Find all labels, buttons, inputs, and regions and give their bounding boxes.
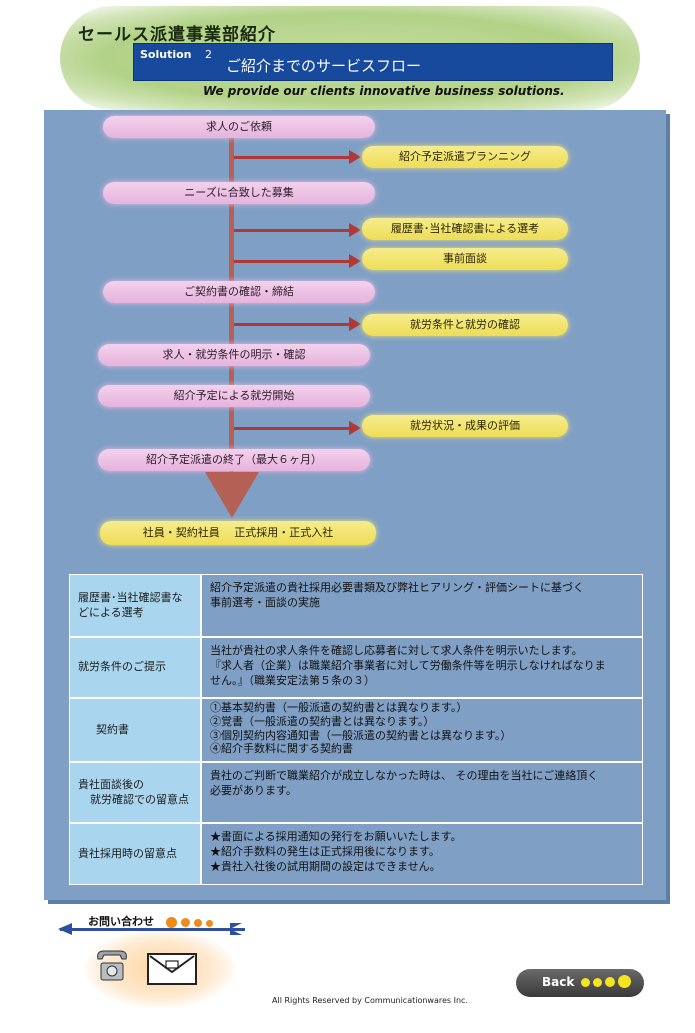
flow-arrow-2 xyxy=(234,223,361,237)
phone-icon[interactable] xyxy=(92,945,132,985)
page-title: セールス派遣事業部紹介 xyxy=(78,25,276,45)
yellow-dot-icon xyxy=(618,975,631,988)
table-line: 当社が貴社の求人条件を確認し応募者に対して求人条件を明示いたします。 xyxy=(210,644,583,657)
flow-arrow-1 xyxy=(234,150,361,164)
table-line: ④紹介手数料に関する契約書 xyxy=(210,742,353,756)
flow-main-line xyxy=(229,136,234,476)
copyright: All Rights Reserved by Communicationware… xyxy=(272,996,468,1005)
yellow-dot-icon xyxy=(593,978,602,987)
solution-label: Solution xyxy=(140,48,192,61)
table-line: ★紹介手数料の発生は正式採用後になります。 xyxy=(210,844,440,858)
table-row: 履歴書･当社確認書などによる選考 紹介予定派遣の貴社採用必要書類及び弊社ヒアリン… xyxy=(69,574,643,637)
header-bar xyxy=(133,43,613,81)
table-line: 『求人者（企業）は職業紹介事業者に対して労働条件等を明示しなければなりま xyxy=(210,658,606,672)
flow-down-arrow xyxy=(205,472,259,518)
orange-dot-icon xyxy=(166,917,177,928)
mail-icon[interactable] xyxy=(147,953,197,985)
table-header-line: 貴社面談後の xyxy=(78,777,144,791)
table-row-header: 履歴書･当社確認書などによる選考 xyxy=(69,574,201,637)
flow-arrow-4 xyxy=(234,317,361,331)
flow-step-start: 紹介予定による就労開始 xyxy=(98,385,370,407)
table-line: 紹介予定派遣の貴社採用必要書類及び弊社ヒアリング・評価シートに基づく xyxy=(210,581,584,594)
table-line: 事前選考・面談の実施 xyxy=(210,595,320,609)
flow-step-planning: 紹介予定派遣プランニング xyxy=(362,146,568,168)
table-row-body: ★書面による採用通知の発行をお願いいたします。 ★紹介手数料の発生は正式採用後に… xyxy=(201,823,643,885)
table-row-body: 紹介予定派遣の貴社採用必要書類及び弊社ヒアリング・評価シートに基づく 事前選考・… xyxy=(201,574,643,637)
flow-arrow-5 xyxy=(234,421,361,435)
table-line: 貴社のご判断で職業紹介が成立しなかった時は、 その理由を当社にご連絡頂く xyxy=(210,769,599,782)
table-row-header: 契約書 xyxy=(69,698,201,762)
tagline: We provide our clients innovative busine… xyxy=(203,84,565,98)
table-row: 貴社採用時の留意点 ★書面による採用通知の発行をお願いいたします。 ★紹介手数料… xyxy=(69,823,643,885)
contact-label[interactable]: お問い合わせ xyxy=(88,915,154,928)
orange-dot-icon xyxy=(181,918,190,927)
table-row-header: 貴社面談後の 就労確認での留意点 xyxy=(69,762,201,823)
table-row: 貴社面談後の 就労確認での留意点 貴社のご判断で職業紹介が成立しなかった時は、 … xyxy=(69,762,643,823)
table-row: 契約書 ①基本契約書（一般派遣の契約書とは異なります。） ②覚書（一般派遣の契約… xyxy=(69,698,643,762)
flow-step-interview: 事前面談 xyxy=(362,248,568,270)
table-line: ②覚書（一般派遣の契約書とは異なります。） xyxy=(210,714,435,728)
flow-step-contract: ご契約書の確認・締結 xyxy=(103,281,375,303)
flow-step-screening: 履歴書･当社確認書による選考 xyxy=(362,218,568,240)
orange-dot-icon xyxy=(206,920,213,927)
section-subtitle: ご紹介までのサービスフロー xyxy=(226,57,422,75)
arrow-fletching-icon xyxy=(230,923,242,935)
yellow-dot-icon xyxy=(605,977,615,987)
table-line: せん。』（職業安定法第５条の３） xyxy=(210,673,375,687)
flow-step-request: 求人のご依頼 xyxy=(103,116,375,138)
table-line: ①基本契約書（一般派遣の契約書とは異なります。） xyxy=(210,701,468,714)
table-header-line: 就労確認での留意点 xyxy=(90,792,189,806)
flow-step-evaluation: 就労状況・成果の評価 xyxy=(362,415,568,437)
table-row-body: 貴社のご判断で職業紹介が成立しなかった時は、 その理由を当社にご連絡頂く 必要が… xyxy=(201,762,643,823)
yellow-dot-icon xyxy=(581,978,590,987)
arrow-left-icon xyxy=(58,923,72,935)
flow-step-conditions: 就労条件と就労の確認 xyxy=(362,314,568,336)
orange-dot-icon xyxy=(194,919,202,927)
flow-step-end: 紹介予定派遣の終了（最大６ヶ月） xyxy=(98,449,370,471)
flow-step-final: 社員・契約社員 正式採用・正式入社 xyxy=(100,521,376,545)
contact-arrow-line xyxy=(60,928,245,931)
table-line: ★貴社入社後の試用期間の設定はできません。 xyxy=(210,859,441,873)
table-line: ★書面による採用通知の発行をお願いいたします。 xyxy=(210,830,462,843)
table-row: 就労条件のご提示 当社が貴社の求人条件を確認し応募者に対して求人条件を明示いたし… xyxy=(69,637,643,698)
table-row-body: ①基本契約書（一般派遣の契約書とは異なります。） ②覚書（一般派遣の契約書とは異… xyxy=(201,698,643,762)
table-row-header: 貴社採用時の留意点 xyxy=(69,823,201,885)
flow-arrow-3 xyxy=(234,254,361,268)
flow-step-recruit: ニーズに合致した募集 xyxy=(103,182,375,204)
back-button-label[interactable]: Back xyxy=(542,975,575,989)
table-row-body: 当社が貴社の求人条件を確認し応募者に対して求人条件を明示いたします。 『求人者（… xyxy=(201,637,643,698)
table-row-header: 就労条件のご提示 xyxy=(69,637,201,698)
table-line: ③個別契約内容通知書（一般派遣の契約書とは異なります。） xyxy=(210,728,512,742)
flow-step-disclosure: 求人・就労条件の明示・確認 xyxy=(98,344,370,366)
table-line: 必要があります。 xyxy=(210,783,297,797)
solution-number: 2 xyxy=(205,48,212,61)
